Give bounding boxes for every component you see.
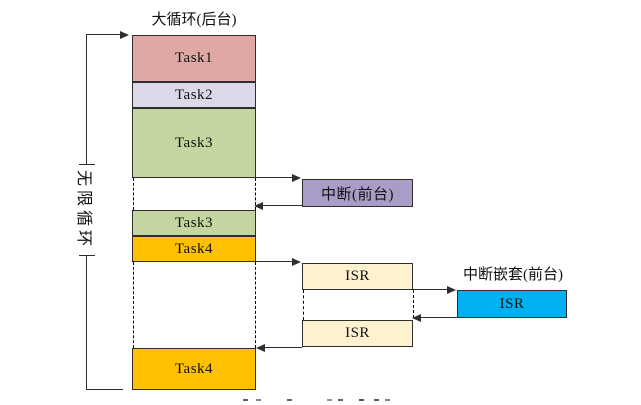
isr1-to-nested-arrowhead-icon xyxy=(447,285,456,294)
nested-return-arrowhead-icon xyxy=(412,313,421,322)
loop-top-arrowhead-icon xyxy=(120,30,129,39)
nested-isr-label: ISR xyxy=(499,295,525,312)
interrupt-foreground-box: 中断(前台) xyxy=(302,179,413,207)
loop-label-top-tick xyxy=(79,164,95,165)
cutoff-caption-fragment xyxy=(243,399,248,401)
interrupt-foreground-label: 中断(前台) xyxy=(321,186,394,203)
task3-to-interrupt-line xyxy=(256,177,294,178)
dashed-guide-isr-left xyxy=(302,290,304,320)
task3-to-interrupt-arrowhead-icon xyxy=(292,173,301,182)
task3-resume-label: Task3 xyxy=(174,214,214,231)
interrupt-return-arrowhead-icon xyxy=(254,201,263,210)
nested-isr-box: ISR xyxy=(457,290,567,318)
loop-vertical-line-lower xyxy=(85,256,87,390)
task4-resume-box: Task4 xyxy=(132,348,256,390)
isr2-label: ISR xyxy=(345,325,370,341)
dashed-guide-left-gap2 xyxy=(132,262,134,348)
task4-to-isr1-line xyxy=(256,261,294,262)
task3-label: Task3 xyxy=(174,134,214,151)
task3-box: Task3 xyxy=(132,108,256,178)
nested-return-line xyxy=(420,317,457,318)
nested-interrupt-title: 中断嵌套(前台) xyxy=(463,267,563,283)
dashed-guide-isr-right xyxy=(413,290,414,318)
task2-box: Task2 xyxy=(132,82,256,108)
infinite-loop-label: 无限循环 xyxy=(75,169,92,250)
dashed-guide-right-gap2 xyxy=(255,262,256,348)
isr1-to-nested-line xyxy=(302,289,449,290)
isr1-box: ISR xyxy=(302,263,413,290)
task3-resume-box: Task3 xyxy=(132,210,256,236)
interrupt-return-line xyxy=(262,205,302,206)
isr2-box: ISR xyxy=(302,320,413,347)
task4-resume-label: Task4 xyxy=(174,360,214,377)
dashed-guide-right-gap1 xyxy=(255,178,256,210)
task4-to-isr1-arrowhead-icon xyxy=(292,257,301,266)
task2-label: Task2 xyxy=(174,86,214,103)
loop-top-line xyxy=(86,34,121,35)
isr2-return-arrowhead-icon xyxy=(256,343,265,352)
task1-label: Task1 xyxy=(174,50,214,66)
task4-label: Task4 xyxy=(174,240,214,257)
dashed-guide-left-gap1 xyxy=(132,178,134,210)
task1-box: Task1 xyxy=(132,35,256,82)
isr2-return-line xyxy=(264,347,302,348)
isr1-label: ISR xyxy=(345,268,370,284)
loop-label-bottom-tick xyxy=(79,255,95,256)
loop-bottom-line xyxy=(86,389,123,390)
task4-box: Task4 xyxy=(132,236,256,262)
loop-vertical-line-upper xyxy=(85,34,87,164)
background-loop-title: 大循环(后台) xyxy=(151,12,237,28)
